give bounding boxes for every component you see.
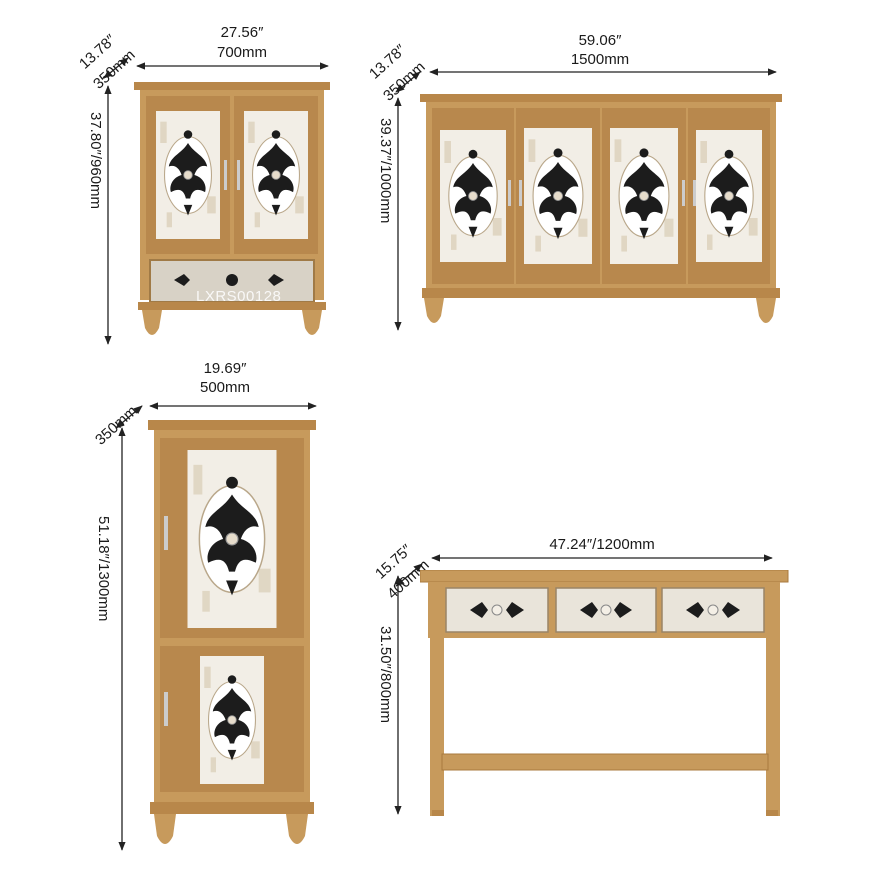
sideboard-width-inches: 59.06″ xyxy=(578,32,622,49)
tall-cabinet-width-inches: 19.69″ xyxy=(203,360,247,377)
watermark-text: LXRS00128 xyxy=(196,288,282,305)
console-table-image xyxy=(420,570,789,816)
cabinet-width-inches: 27.56″ xyxy=(220,24,264,41)
tall-cabinet-image xyxy=(148,420,316,844)
console-height-label: 31.50″/800mm xyxy=(377,626,394,724)
sideboard-four-door-image xyxy=(420,94,782,323)
tall-cabinet-height-label: 51.18″/1300mm xyxy=(95,516,112,622)
sideboard-width-mm: 1500mm xyxy=(570,51,630,68)
sideboard-height-label: 39.37″/1000mm xyxy=(377,118,394,224)
cabinet-two-door-image xyxy=(134,82,330,335)
console-width-label: 47.24″/1200mm xyxy=(549,536,655,553)
tall-cabinet-width-mm: 500mm xyxy=(199,379,251,396)
cabinet-height-label: 37.80″/960mm xyxy=(87,112,104,210)
cabinet-width-mm: 700mm xyxy=(216,44,268,61)
